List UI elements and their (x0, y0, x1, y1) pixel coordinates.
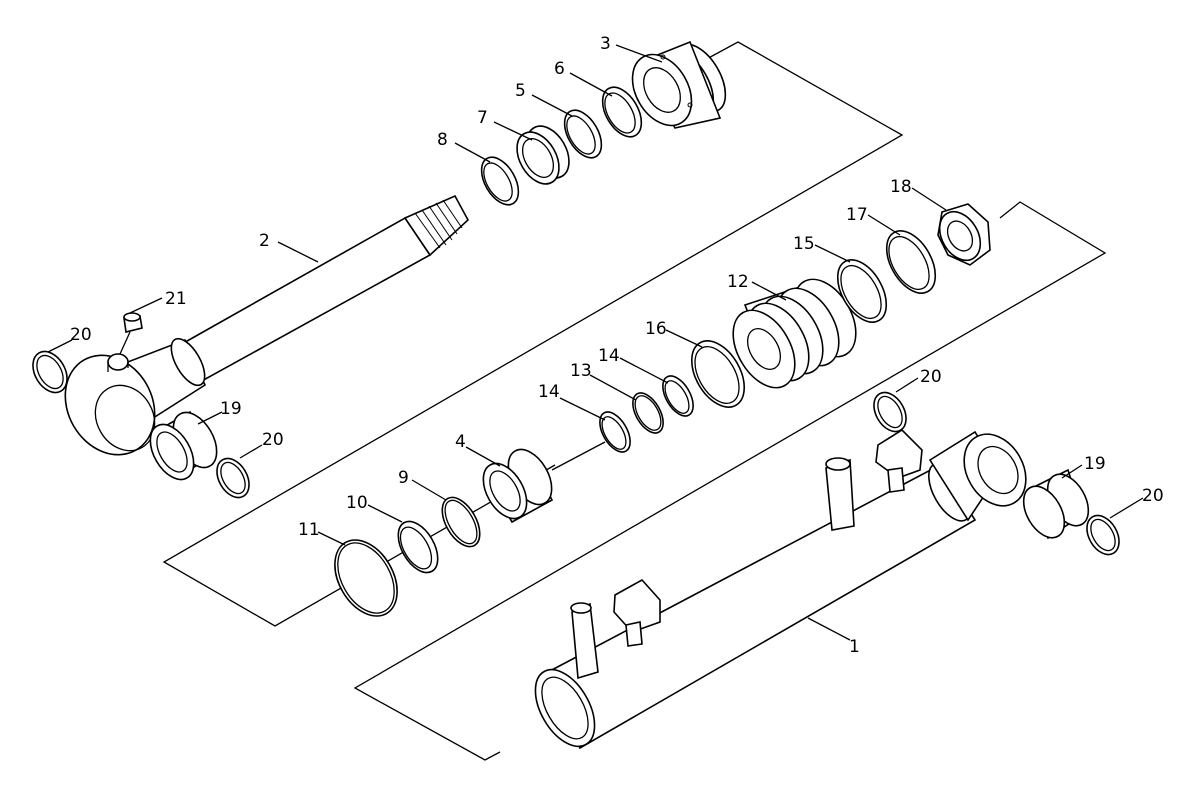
callout-7: 7 (477, 108, 488, 128)
part-7-bushing (516, 125, 570, 185)
callout-20-right: 20 (1142, 486, 1164, 506)
part-11-o-ring (334, 539, 398, 617)
callout-17: 17 (846, 205, 868, 225)
callout-11: 11 (298, 520, 320, 540)
callout-labels: 3 6 5 7 8 2 21 20 19 20 11 10 9 4 14 13 … (70, 34, 1164, 657)
callout-21: 21 (165, 289, 187, 309)
callout-9: 9 (398, 468, 409, 488)
part-4-collar (482, 448, 554, 524)
callout-20-upper-right: 20 (920, 367, 942, 387)
part-5-ring (563, 109, 603, 159)
callout-19-right: 19 (1084, 454, 1106, 474)
part-2-piston-rod (64, 194, 470, 456)
callout-8: 8 (437, 130, 448, 150)
callout-15: 15 (793, 234, 815, 254)
callout-2: 2 (259, 231, 270, 251)
part-17-ring (885, 230, 937, 294)
callout-4: 4 (455, 432, 466, 452)
callout-14-lower: 14 (538, 382, 560, 402)
callout-19-left: 19 (220, 399, 242, 419)
part-1-cylinder-tube (534, 428, 1027, 750)
part-14-ring-upper (662, 375, 694, 417)
callout-3: 3 (600, 34, 611, 54)
part-19-bushing-left (149, 410, 218, 481)
callout-12: 12 (727, 272, 749, 292)
callout-20-upper-left: 20 (70, 325, 92, 345)
callout-5: 5 (515, 81, 526, 101)
callout-10: 10 (346, 493, 368, 513)
part-20-ring-right (1086, 514, 1120, 556)
part-15-ring (836, 259, 888, 323)
rod-assembly-frame (162, 41, 904, 627)
callout-20-lower-left: 20 (262, 430, 284, 450)
leader-lines (47, 44, 1144, 641)
callout-16: 16 (645, 319, 667, 339)
callout-18: 18 (890, 177, 912, 197)
callout-6: 6 (554, 59, 565, 79)
part-12-piston (732, 278, 857, 389)
part-19-bushing-right (1022, 468, 1090, 540)
part-9-o-ring (441, 496, 481, 548)
part-6-ring (601, 86, 643, 138)
cylinder-tube-frame (353, 201, 1107, 761)
part-13-o-ring (632, 392, 664, 434)
callout-14-upper: 14 (598, 346, 620, 366)
part-16-ring (690, 340, 746, 408)
part-21-grease-fitting (119, 312, 143, 355)
part-10-ring (397, 520, 439, 574)
part-8-ring (480, 156, 520, 206)
callout-1: 1 (849, 637, 860, 657)
callout-13: 13 (570, 361, 592, 381)
part-14-ring-lower (599, 411, 631, 453)
part-20-ring-upper-right (873, 391, 907, 433)
part-20-ring-upper-left (32, 350, 68, 394)
part-18-nut (937, 203, 991, 266)
part-3-rod-gland (631, 40, 727, 129)
part-20-ring-lower-left (216, 457, 250, 499)
